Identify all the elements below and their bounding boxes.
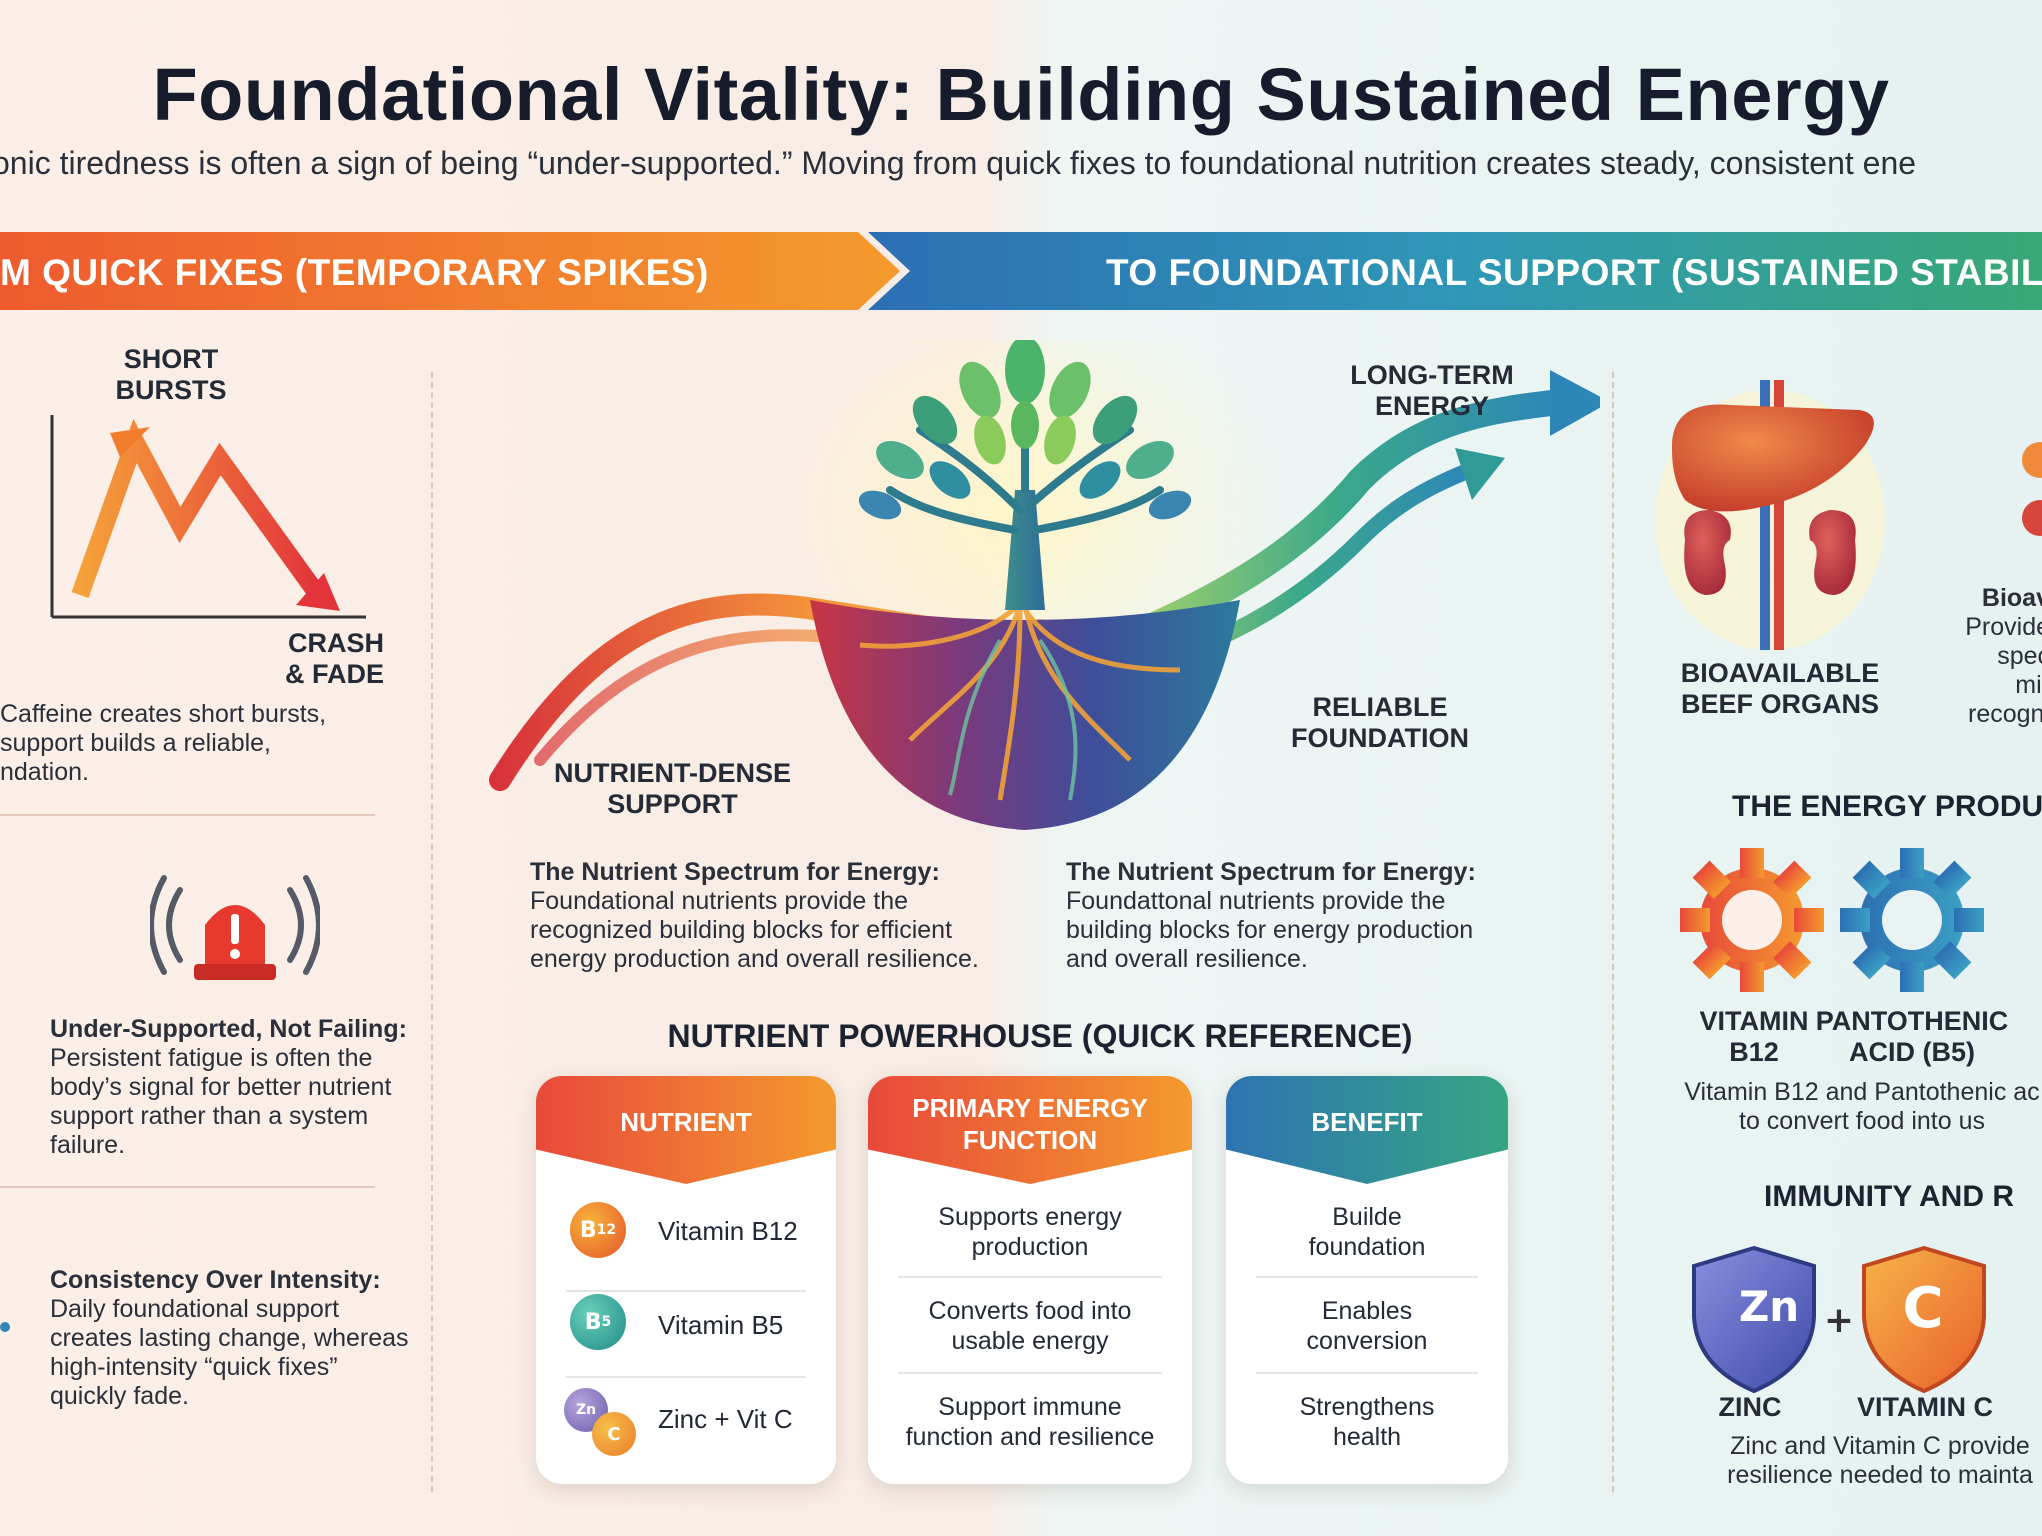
spike-crash-chart bbox=[50, 415, 366, 619]
long-term-energy-label: LONG-TERM ENERGY bbox=[1350, 360, 1514, 421]
divider-h-2 bbox=[0, 1186, 375, 1188]
page-title: Foundational Vitality: Building Sustaine… bbox=[152, 53, 1890, 136]
bioavailable-text: Bioav Provide spec mir recogni bbox=[1965, 584, 2042, 728]
divider-h-1 bbox=[0, 814, 375, 816]
bullet-dot bbox=[0, 1322, 10, 1332]
short-bursts-label: SHORT BURSTS bbox=[115, 344, 227, 405]
nutrient-b12: Vitamin B12 bbox=[658, 1216, 798, 1246]
liver-kidney-icon bbox=[1655, 380, 1885, 650]
vitamin-b12-label: VITAMIN B12 bbox=[1699, 1006, 1809, 1067]
function-zinc-vitc: Support immune function and resilience bbox=[905, 1393, 1155, 1451]
gears-icon bbox=[1680, 848, 1984, 992]
shields-icon: + bbox=[1692, 1246, 1986, 1394]
transition-banner bbox=[0, 232, 2042, 310]
tree-energy-illustration bbox=[489, 340, 1600, 830]
reliable-foundation-label: RELIABLE FOUNDATION bbox=[1291, 692, 1469, 753]
gears-description: Vitamin B12 and Pantothenic ac to conver… bbox=[1684, 1078, 2040, 1135]
spectrum-left-block: The Nutrient Spectrum for Energy: Founda… bbox=[530, 858, 979, 973]
crash-fade-label: CRASH & FADE bbox=[284, 628, 384, 689]
zn-symbol: Zn bbox=[1738, 1282, 1800, 1331]
function-column-card: PRIMARY ENERGY FUNCTION Supports energy … bbox=[868, 1076, 1192, 1484]
col-benefit-header: BENEFIT bbox=[1311, 1107, 1423, 1137]
spectrum-right-block: The Nutrient Spectrum for Energy: Founda… bbox=[1066, 858, 1476, 973]
nutrient-zinc-vitc: Zinc + Vit C bbox=[658, 1404, 793, 1434]
immunity-description: Zinc and Vitamin C provide resilience ne… bbox=[1727, 1432, 2033, 1489]
benefit-b12: Builde foundation bbox=[1308, 1203, 1426, 1261]
function-b12: Supports energy production bbox=[938, 1203, 1122, 1261]
capsule-icons bbox=[2022, 442, 2042, 536]
energy-production-title: THE ENERGY PRODU bbox=[1732, 790, 2042, 823]
function-b5: Converts food into usable energy bbox=[928, 1297, 1132, 1355]
pantothenic-label: PANTOTHENIC ACID (B5) bbox=[1815, 1006, 2009, 1067]
benefit-zinc-vitc: Strengthens health bbox=[1299, 1393, 1435, 1451]
vitamin-c-badge-icon: C bbox=[592, 1412, 636, 1456]
divider-right bbox=[1612, 372, 1614, 1492]
zinc-label: ZINC bbox=[1718, 1392, 1782, 1422]
nutrient-b5: Vitamin B5 bbox=[658, 1310, 784, 1340]
beef-organs-label: BIOAVAILABLE BEEF ORGANS bbox=[1680, 658, 1880, 719]
nutrient-dense-label: NUTRIENT-DENSE SUPPORT bbox=[553, 758, 791, 819]
vitamin-c-label: VITAMIN C bbox=[1857, 1392, 1993, 1422]
page-subtitle: onic tiredness is often a sign of being … bbox=[0, 145, 1917, 181]
c-symbol: C bbox=[1902, 1276, 1944, 1341]
under-supported-block: Under-Supported, Not Failing: Persistent… bbox=[50, 1015, 407, 1159]
benefit-column-card: BENEFIT Builde foundation Enables conver… bbox=[1226, 1076, 1508, 1484]
svg-text:+: + bbox=[1824, 1300, 1854, 1341]
powerhouse-title: NUTRIENT POWERHOUSE (QUICK REFERENCE) bbox=[667, 1018, 1413, 1054]
col-nutrient-header: NUTRIENT bbox=[620, 1107, 752, 1137]
col-function-header: PRIMARY ENERGY FUNCTION bbox=[912, 1093, 1148, 1155]
divider-left bbox=[431, 372, 433, 1492]
immunity-title: IMMUNITY AND R bbox=[1764, 1180, 2014, 1213]
benefit-b5: Enables conversion bbox=[1306, 1297, 1428, 1355]
caffeine-text: Caffeine creates short bursts, support b… bbox=[0, 700, 327, 786]
banner-right-label: TO FOUNDATIONAL SUPPORT (SUSTAINED STABI… bbox=[1106, 252, 2042, 293]
consistency-block: Consistency Over Intensity: Daily founda… bbox=[50, 1266, 409, 1410]
banner-left-label: M QUICK FIXES (TEMPORARY SPIKES) bbox=[0, 252, 709, 293]
alarm-icon bbox=[150, 875, 320, 980]
